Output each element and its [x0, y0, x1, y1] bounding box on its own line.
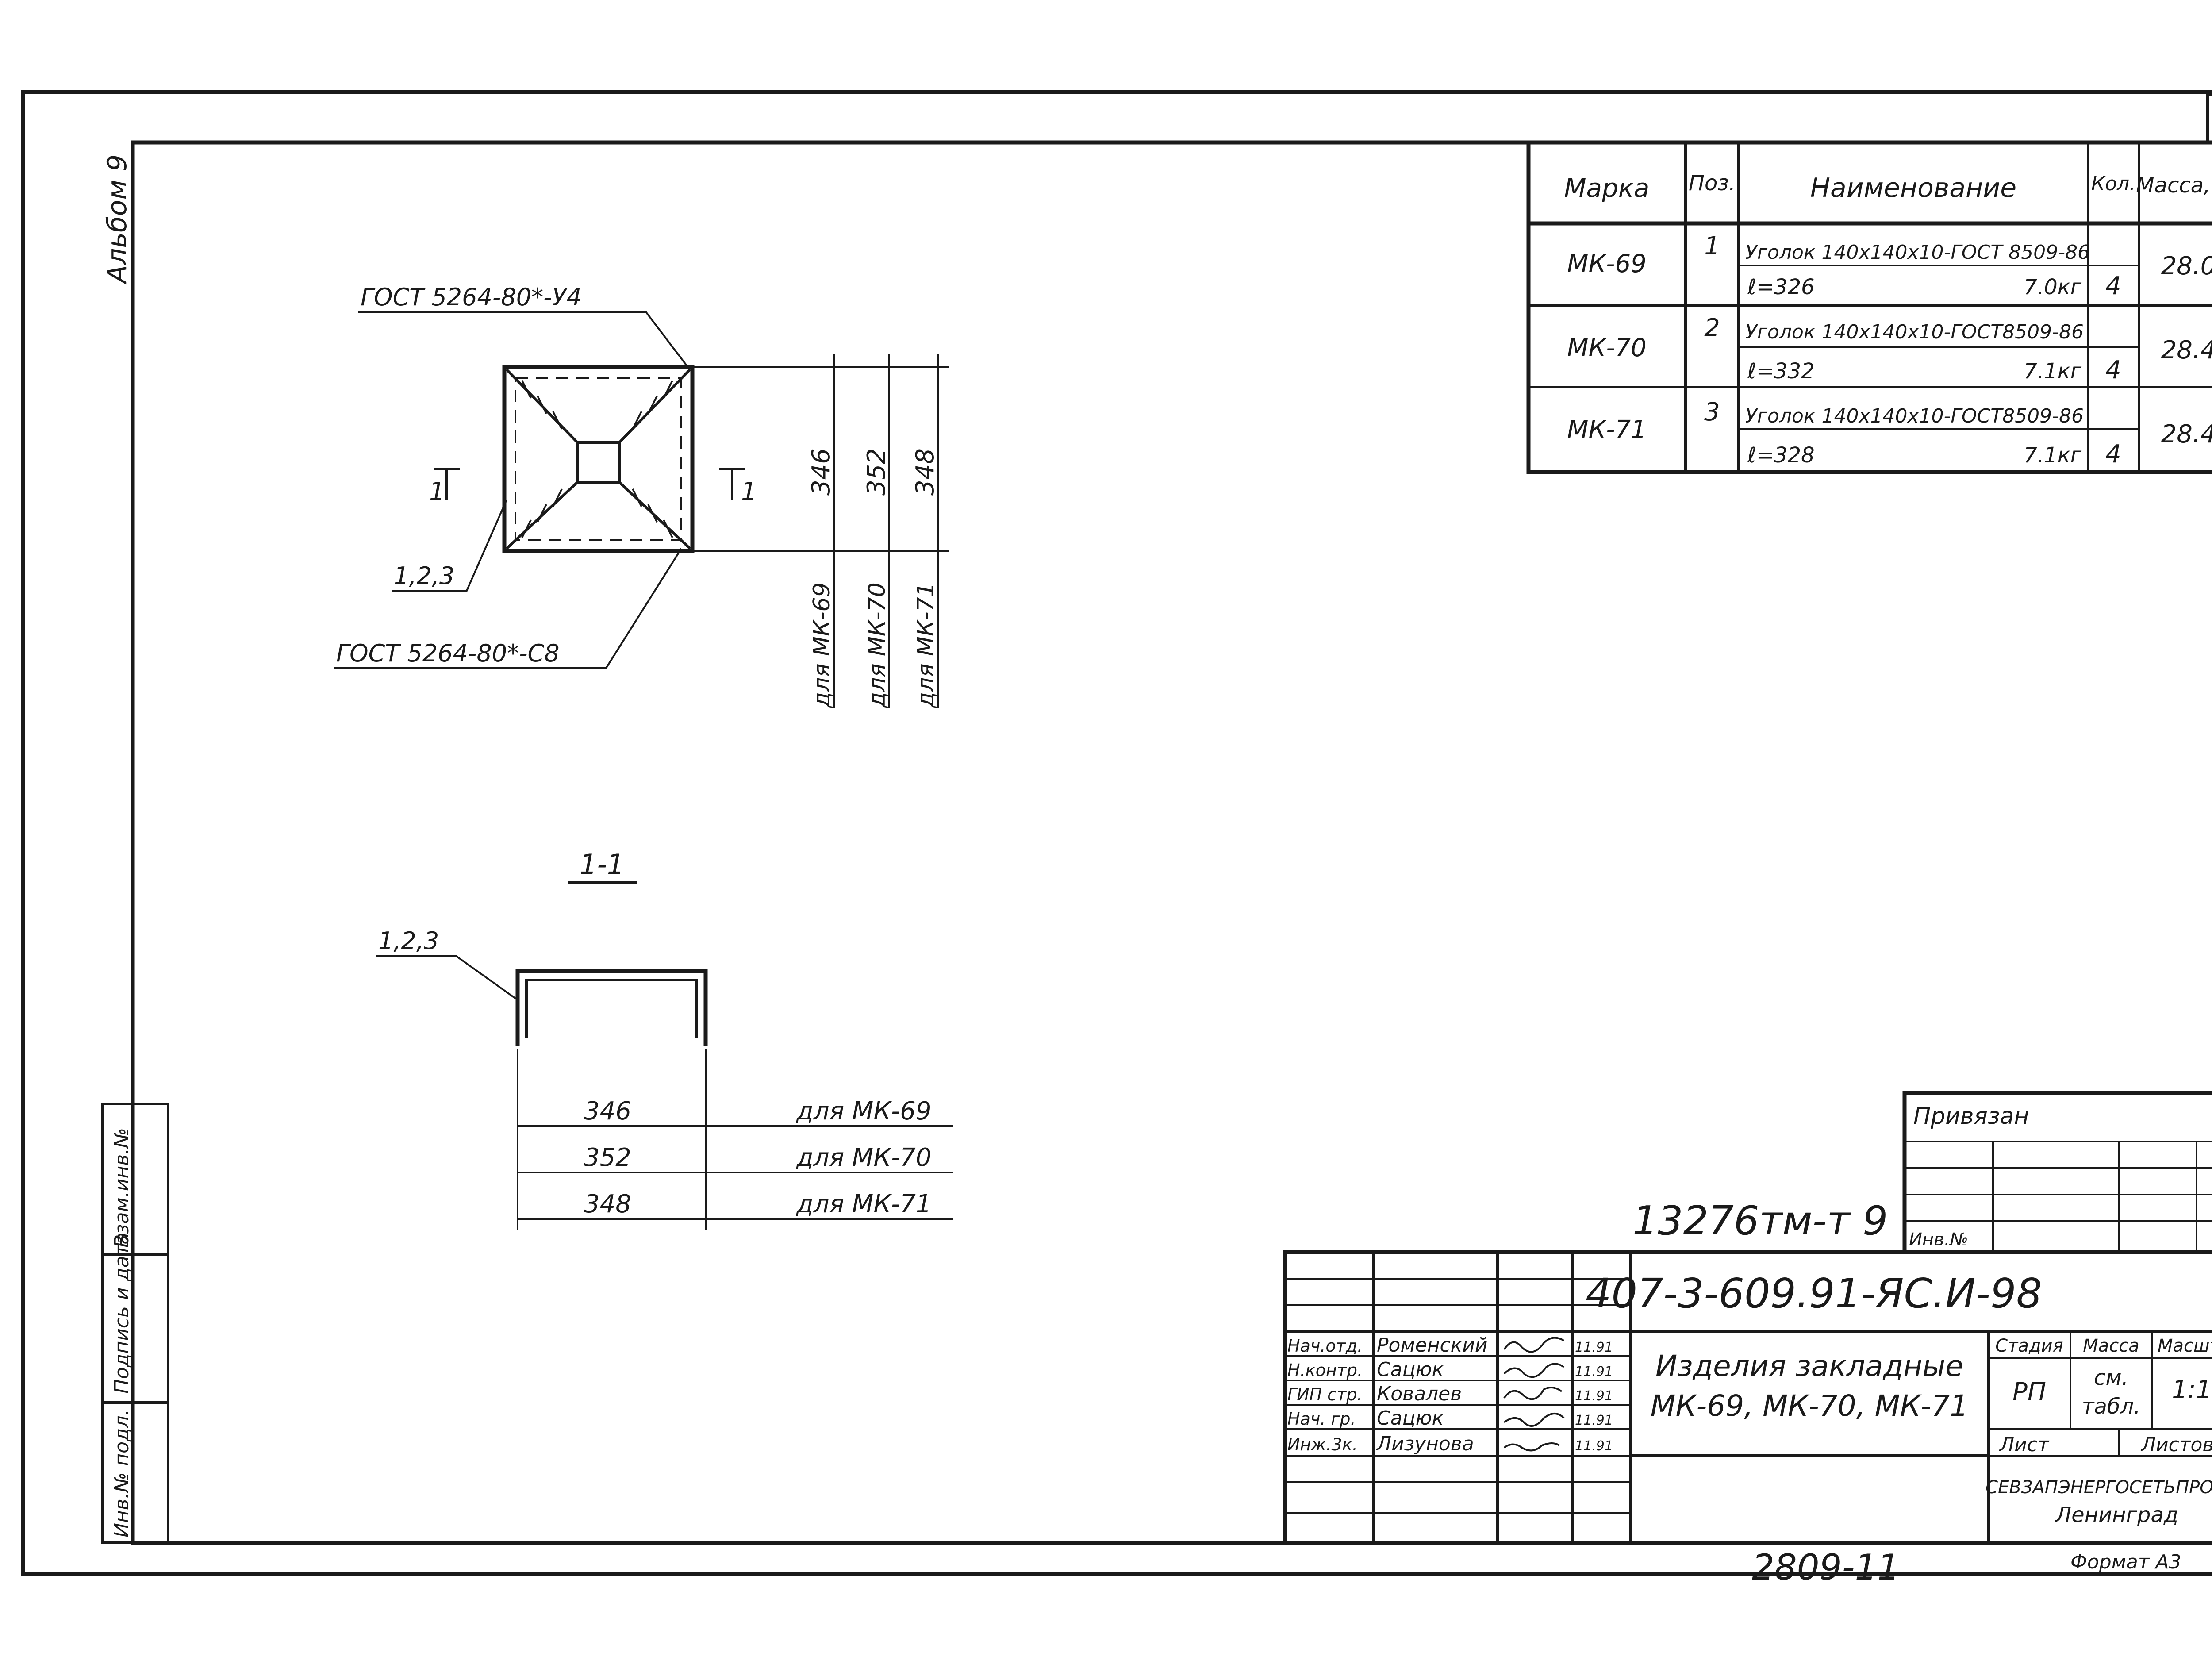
- date-5: 11.91: [1575, 1438, 1613, 1454]
- weld-top-label: ГОСТ 5264-80*-У4: [361, 283, 582, 311]
- plan-inner-dashed: [515, 377, 682, 541]
- org-line2: Ленинград: [2055, 1503, 2178, 1527]
- spec-row3-pos: 3: [1704, 398, 1720, 427]
- date-4: 11.91: [1575, 1413, 1613, 1428]
- spec-row2-pos: 2: [1704, 314, 1720, 342]
- plan-for-mk70: для МК-70: [864, 582, 891, 708]
- plan-positions-label: 1,2,3: [394, 562, 454, 590]
- plan-dim-mk71: 348: [911, 448, 940, 496]
- section-profile: [515, 969, 708, 1046]
- weld-bottom-label: ГОСТ 5264-80*-С8: [336, 639, 560, 667]
- role-1: Нач.отд.: [1287, 1336, 1363, 1356]
- section-for-mk70: для МК-70: [796, 1143, 932, 1172]
- spec-row3-mark: МК-71: [1567, 415, 1647, 444]
- section-title: 1-1: [580, 848, 624, 880]
- side-stamp-inv: Инв.№ подл.: [111, 1409, 133, 1537]
- sheet-label: Лист: [1999, 1434, 2050, 1456]
- sheet-outer-border: [21, 90, 2212, 1576]
- spec-row2-mass: 28.4: [2161, 336, 2212, 365]
- spec-row1-pos: 1: [1704, 232, 1720, 261]
- date-3: 11.91: [1575, 1388, 1613, 1404]
- spec-row3-name: Уголок 140х140х10-ГОСТ8509-86: [1745, 405, 2084, 427]
- plan-for-mk71: для МК-71: [913, 582, 939, 708]
- format-label: Формат А3: [2070, 1551, 2181, 1573]
- spec-row1-length: ℓ=326: [1747, 275, 1815, 300]
- handwritten-code: 13276тм-т 9: [1632, 1198, 1888, 1244]
- section-for-mk71: для МК-71: [796, 1190, 932, 1218]
- sheet-number-box: [2206, 94, 2212, 144]
- date-2: 11.91: [1575, 1364, 1613, 1380]
- title-block: 407-3-609.91-ЯС.И-98 Изделия закладные М…: [1283, 1250, 2212, 1545]
- drawing-title-line1: Изделия закладные: [1655, 1349, 1963, 1383]
- scale-label: Масштаб: [2158, 1336, 2212, 1356]
- plan-for-mk69: для МК-69: [809, 582, 835, 708]
- signatures: [1503, 1337, 1565, 1452]
- role-3: ГИП стр.: [1287, 1385, 1362, 1404]
- plan-dim-mk70: 352: [862, 448, 891, 496]
- spec-row3-qty: 4: [2105, 440, 2121, 469]
- section-for-mk69: для МК-69: [796, 1097, 932, 1126]
- plan-dim-mk69: 346: [807, 448, 836, 496]
- role-4: Нач. гр.: [1287, 1409, 1356, 1429]
- section-dim-mk71: 348: [584, 1190, 631, 1218]
- org-line1: СЕВЗАПЭНЕРГОСЕТЬПРОЕКТ: [1985, 1477, 2212, 1498]
- spec-header-mark: Марка: [1564, 173, 1650, 203]
- section-dim-mk69: 346: [584, 1097, 631, 1126]
- spec-row1-qty: 4: [2105, 272, 2121, 300]
- name-4: Сацюк: [1377, 1407, 1444, 1430]
- role-5: Инж.3к.: [1287, 1435, 1358, 1454]
- stage-value: РП: [2012, 1378, 2046, 1407]
- spec-row3-unit-mass: 7.1кг: [2024, 443, 2081, 468]
- spec-header-name: Наименование: [1810, 173, 2016, 204]
- side-stamp: Инв.№ подл. Подпись и дата Взам.инв.№: [101, 1103, 169, 1544]
- spec-table: Марка Поз. Наименование Кол. Масса, кг М…: [1526, 140, 2212, 474]
- spec-row3-length: ℓ=328: [1747, 443, 1815, 468]
- section-view: 1-1 1,2,3 346 для МК-69 352 для МК-70 34…: [376, 848, 953, 1230]
- mass-label: Масса: [2083, 1336, 2139, 1356]
- spec-row2-unit-mass: 7.1кг: [2024, 359, 2081, 384]
- spec-header-mass: Масса, кг: [2136, 173, 2212, 198]
- sheets-label: Листов: [2140, 1434, 2212, 1456]
- spec-header-qty: Кол.: [2091, 173, 2135, 195]
- spec-row2-name: Уголок 140х140х10-ГОСТ8509-86: [1745, 321, 2084, 343]
- spec-row2-length: ℓ=332: [1747, 359, 1815, 384]
- section-positions-label: 1,2,3: [378, 927, 439, 955]
- side-stamp-signature: Подпись и дата: [111, 1233, 133, 1394]
- spec-row1-unit-mass: 7.0кг: [2024, 275, 2081, 300]
- album-label: Альбом 9: [102, 154, 133, 285]
- section-dim-mk70: 352: [584, 1143, 631, 1172]
- spec-row1-mass: 28.0: [2161, 252, 2212, 281]
- spec-header-pos: Поз.: [1689, 171, 1736, 196]
- name-3: Ковалев: [1377, 1383, 1462, 1405]
- spec-row1-name: Уголок 140х140х10-ГОСТ 8509-86: [1745, 241, 2090, 264]
- mass-value-line1: см.: [2094, 1365, 2128, 1390]
- binding-title: Привязан: [1913, 1103, 2029, 1130]
- plan-outer-square: [502, 365, 695, 553]
- mass-value-line2: табл.: [2082, 1394, 2141, 1419]
- name-2: Сацюк: [1377, 1358, 1444, 1381]
- binding-block: Привязан Инв.№: [1902, 1091, 2212, 1254]
- date-1: 11.91: [1575, 1340, 1613, 1355]
- stage-label: Стадия: [1995, 1336, 2063, 1356]
- plan-center-square: [576, 441, 621, 484]
- section-mark-right: 1: [741, 477, 757, 506]
- doc-code: 407-3-609.91-ЯС.И-98: [1586, 1270, 2042, 1317]
- binding-inv: Инв.№: [1909, 1230, 1968, 1250]
- drawing-frame: [131, 140, 2212, 1545]
- side-stamp-replace: Взам.инв.№: [111, 1128, 133, 1248]
- spec-row2-qty: 4: [2105, 356, 2121, 384]
- plan-view: ГОСТ 5264-80*-У4 ГОСТ 5264-80*-С8 1,2,3 …: [334, 283, 949, 708]
- name-1: Роменский: [1377, 1334, 1487, 1357]
- name-5: Лизунова: [1376, 1433, 1474, 1455]
- scale-value: 1:10: [2172, 1376, 2212, 1404]
- spec-row2-mark: МК-70: [1567, 334, 1647, 362]
- spec-row1-mark: МК-69: [1567, 250, 1647, 278]
- bottom-code: 2809-11: [1752, 1547, 1900, 1588]
- section-mark-left: 1: [429, 477, 445, 506]
- spec-row3-mass: 28.4: [2161, 420, 2212, 449]
- role-2: Н.контр.: [1287, 1361, 1363, 1380]
- drawing-title-line2: МК-69, МК-70, МК-71: [1651, 1389, 1969, 1423]
